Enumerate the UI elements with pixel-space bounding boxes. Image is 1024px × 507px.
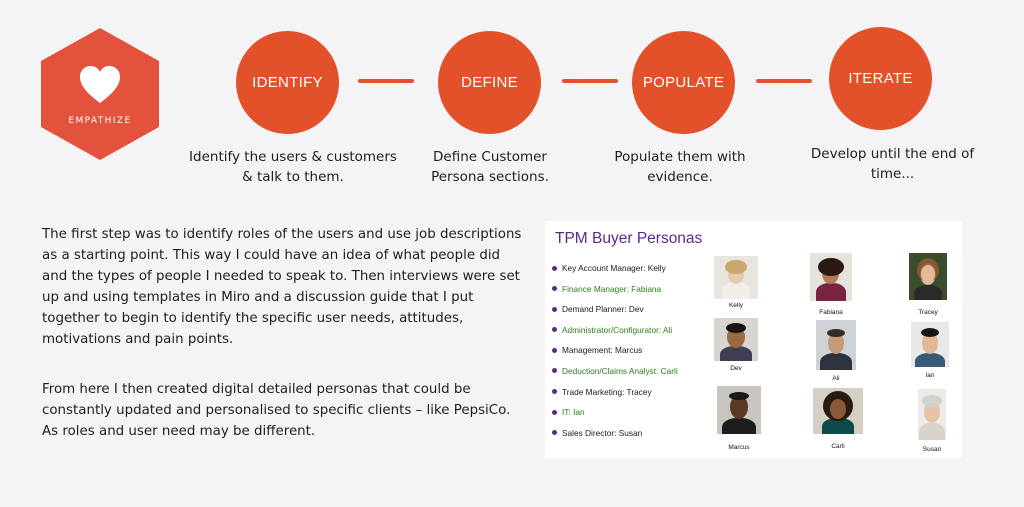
step-label: ITERATE [848,70,913,87]
persona-role-item: Management: Marcus [552,343,678,364]
empathize-badge: EMPATHIZE [41,28,159,160]
persona-role-item: Trade Marketing: Tracey [552,385,678,406]
step-define: DEFINE [438,31,541,134]
persona-card: TPM Buyer Personas Key Account Manager: … [545,221,962,458]
step-description-populate: Populate them with evidence. [614,149,746,185]
persona-role-item: Demand Planner: Dev [552,302,678,323]
persona-name-label: Kelly [728,302,744,309]
step-description-define: Define Customer Persona sections. [431,149,549,185]
persona-photo-kelly [714,256,758,299]
persona-photo-carli [813,388,863,434]
persona-role-item: Administrator/Configurator: Ali [552,323,678,344]
persona-photo-susan [918,389,946,440]
persona-card-title: TPM Buyer Personas [555,230,703,247]
step-label: POPULATE [642,74,725,91]
persona-photo-tracey [909,253,947,300]
persona-name-label: Susan [922,446,942,453]
persona-role-item: Deduction/Claims Analyst: Carli [552,364,678,385]
persona-photo-fabiana [810,253,852,301]
heart-icon [80,66,120,103]
step-connector [756,79,812,83]
persona-name-label: Carli [831,443,845,450]
step-label: IDENTIFY [252,74,323,91]
step-description-iterate: Develop until the end of time... [810,146,975,182]
step-connector [562,79,618,83]
persona-name-label: Tracey [918,309,938,316]
persona-name-label: Fabiana [819,309,843,316]
badge-label: EMPATHIZE [68,116,132,126]
persona-name-label: Marcus [728,444,750,451]
persona-role-list: Key Account Manager: Kelly Finance Manag… [552,261,678,446]
persona-name-label: Ian [925,372,935,379]
persona-role-item: Key Account Manager: Kelly [552,261,678,282]
persona-role-item: IT: Ian [552,405,678,426]
persona-photo-dev [714,318,758,361]
persona-role-item: Sales Director: Susan [552,426,678,447]
step-populate: POPULATE [632,31,735,134]
step-connector [358,79,414,83]
persona-name-label: Dev [730,365,742,372]
persona-photo-ian [911,322,949,367]
intro-paragraph: The first step was to identify roles of … [42,227,522,347]
persona-photo-ali [816,320,856,370]
persona-name-label: Ali [832,375,840,382]
personas-paragraph: From here I then created digital detaile… [42,382,511,439]
step-iterate: ITERATE [829,27,932,130]
persona-photo-marcus [717,386,761,434]
persona-role-item: Finance Manager: Fabiana [552,282,678,303]
step-description-identify: Identify the users & customers & talk to… [189,149,397,185]
step-identify: IDENTIFY [236,31,339,134]
step-label: DEFINE [461,74,518,91]
